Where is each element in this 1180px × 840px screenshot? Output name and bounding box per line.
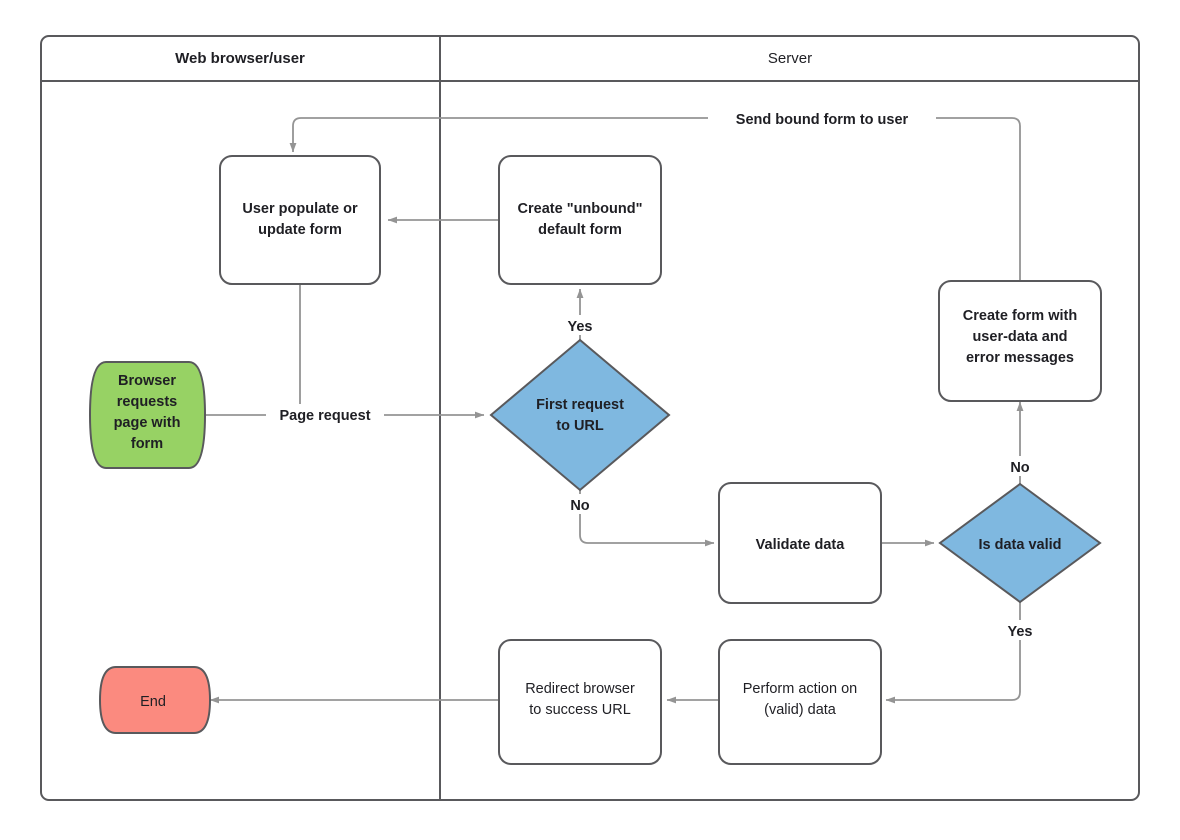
edge-send-bound-form-to-user [289,117,1021,283]
edge-label-page-request: Page request [279,408,370,424]
node-label-line-1: Perform action on [743,681,857,697]
node-label-line-2: requests [117,394,177,410]
edge-label-is-valid-yes: Yes [1008,624,1033,640]
lane-title-web-browser: Web browser/user [175,50,305,67]
node-shape[interactable] [498,639,662,765]
edge-label-bg-is-valid-yes [1001,620,1039,640]
node-label-line-1: User populate or [242,201,358,217]
node-label-line-3: error messages [966,350,1074,366]
node-label-line-2: update form [258,222,342,238]
edge-label-bg-page-request [266,404,384,424]
node-shape[interactable] [98,666,212,734]
node-label-line-1: Browser [118,373,176,389]
node-label-line-2: to success URL [529,702,631,718]
edge-first-request-no [579,490,715,547]
node-label-line-1: Is data valid [978,537,1061,553]
node-is-data-valid[interactable]: Is data valid [938,482,1102,604]
node-shape[interactable] [718,639,882,765]
node-redirect-browser-to-success-url[interactable]: Redirect browser to success URL [498,639,662,765]
edge-label-bg-send-bound-form [708,108,936,128]
edge-label-first-request-no: No [570,498,589,514]
node-perform-action-on-valid-data[interactable]: Perform action on (valid) data [718,639,882,765]
node-end[interactable]: End [98,666,212,734]
node-label-line-1: Create form with [963,308,1077,324]
node-label-line-1: End [140,694,166,710]
node-label-line-2: default form [538,222,622,238]
node-shape[interactable] [938,482,1102,604]
node-validate-data[interactable]: Validate data [718,482,882,604]
node-create-form-with-user-data-and-error-messages[interactable]: Create form with user-data and error mes… [938,280,1102,402]
node-shape[interactable] [88,361,207,469]
node-label-line-2: user-data and [972,329,1067,345]
node-user-populate-or-update-form[interactable]: User populate or update form [219,155,381,285]
node-label-line-4: form [131,436,163,452]
node-label-line-1: Redirect browser [525,681,635,697]
node-shape[interactable] [219,155,381,285]
node-label-line-3: page with [114,415,181,431]
edge-label-bg-first-request-yes [561,315,599,335]
node-first-request-to-url[interactable]: First request to URL [489,338,671,492]
edge-label-is-valid-no: No [1010,460,1029,476]
node-browser-requests-page-with-form[interactable]: Browser requests page with form [88,361,207,469]
node-shape[interactable] [718,482,882,604]
node-label-line-2: (valid) data [764,702,837,718]
edge-label-bg-first-request-no [563,494,597,514]
edge-label-bg-is-valid-no [1003,456,1037,476]
edge-label-send-bound-form: Send bound form to user [736,112,909,128]
edge-labels-layer: Send bound form to user Page request Yes… [266,108,1039,640]
node-shape[interactable] [498,155,662,285]
node-create-unbound-default-form[interactable]: Create "unbound" default form [498,155,662,285]
node-label-line-1: Create "unbound" [518,201,643,217]
lane-title-server: Server [768,50,812,67]
node-label-line-2: to URL [556,418,604,434]
node-label-line-1: Validate data [756,537,846,553]
node-shape[interactable] [489,338,671,492]
edge-is-valid-yes [885,602,1021,704]
node-label-line-1: First request [536,397,624,413]
node-shape[interactable] [938,280,1102,402]
edge-label-first-request-yes: Yes [568,319,593,335]
